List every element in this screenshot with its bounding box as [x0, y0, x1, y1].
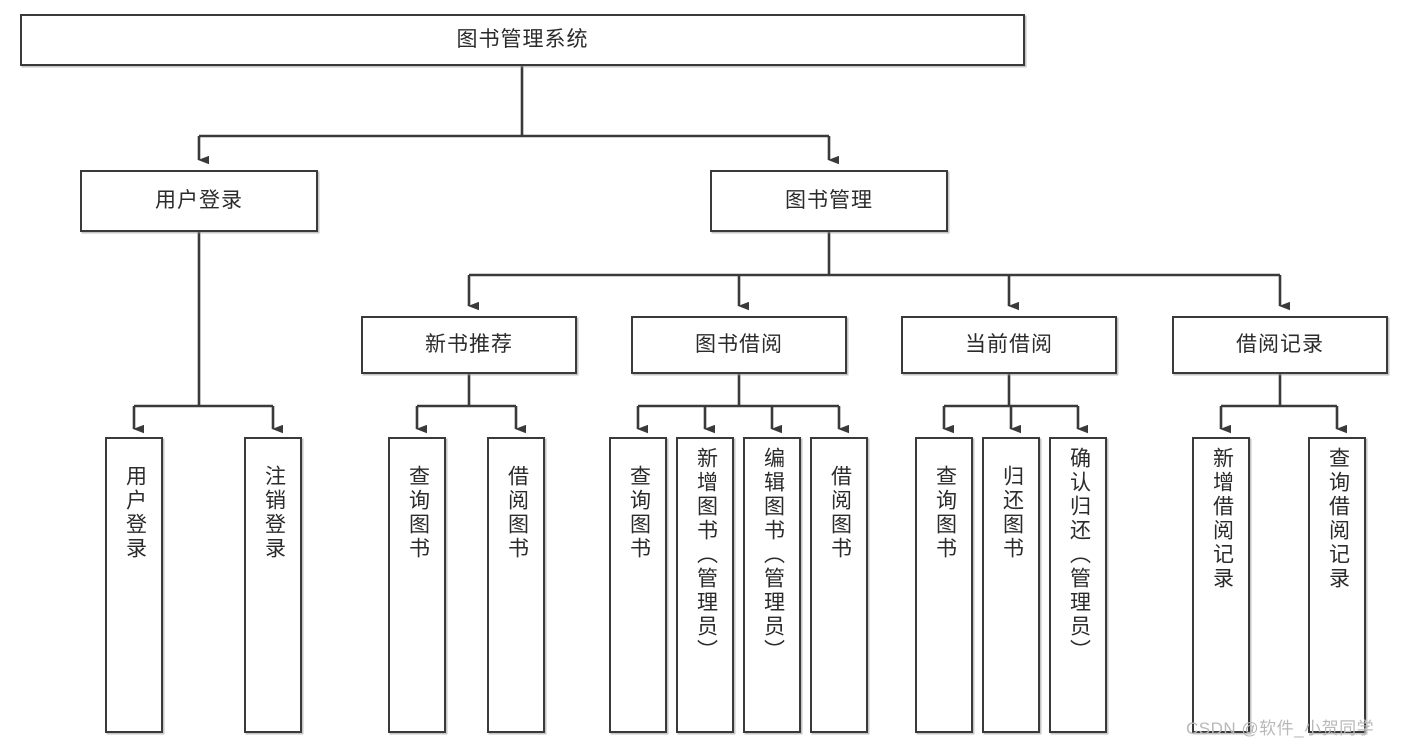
leaf-return-book-label: 归还图书 [1000, 465, 1024, 561]
leaf-add-borrow-record[interactable]: 新增借阅记录 [1192, 437, 1250, 733]
node-current-borrow-label: 当前借阅 [965, 332, 1053, 356]
csdn-watermark: CSDN @软件_小贺同学 [1186, 719, 1375, 738]
node-root-label: 图书管理系统 [456, 27, 589, 51]
leaf-return-book[interactable]: 归还图书 [982, 437, 1040, 733]
node-current-borrow[interactable]: 当前借阅 [901, 316, 1117, 374]
leaf-borrow-book[interactable]: 借阅图书 [810, 437, 868, 733]
node-borrow-record[interactable]: 借阅记录 [1172, 316, 1388, 374]
leaf-confirm-return-admin-label: 确认归还（管理员） [1067, 447, 1091, 663]
leaf-query-borrow-record-label: 查询借阅记录 [1326, 447, 1350, 591]
leaf-add-borrow-record-label: 新增借阅记录 [1210, 447, 1234, 591]
node-borrow-record-label: 借阅记录 [1236, 332, 1324, 356]
leaf-logout-login[interactable]: 注销登录 [244, 437, 302, 733]
leaf-user-login[interactable]: 用户登录 [105, 437, 163, 733]
leaf-edit-book-admin-label: 编辑图书（管理员） [761, 447, 785, 663]
leaf-query-borrow-record[interactable]: 查询借阅记录 [1308, 437, 1366, 733]
leaf-add-book-admin[interactable]: 新增图书（管理员） [676, 437, 734, 733]
leaf-borrow-book-recommend-label: 借阅图书 [505, 465, 529, 561]
node-book-manage-label: 图书管理 [785, 188, 873, 212]
leaf-confirm-return-admin[interactable]: 确认归还（管理员） [1049, 437, 1107, 733]
leaf-borrow-book-label: 借阅图书 [828, 465, 852, 561]
node-new-book-recommend[interactable]: 新书推荐 [361, 316, 577, 374]
node-book-borrow[interactable]: 图书借阅 [631, 316, 847, 374]
leaf-query-book-borrow[interactable]: 查询图书 [609, 437, 667, 733]
node-book-manage[interactable]: 图书管理 [710, 170, 948, 232]
leaf-borrow-book-recommend[interactable]: 借阅图书 [487, 437, 545, 733]
node-root[interactable]: 图书管理系统 [20, 14, 1025, 66]
leaf-query-book-recommend[interactable]: 查询图书 [388, 437, 446, 733]
leaf-query-book-current-label: 查询图书 [933, 465, 957, 561]
node-new-book-recommend-label: 新书推荐 [425, 332, 513, 356]
leaf-query-book-recommend-label: 查询图书 [406, 465, 430, 561]
leaf-add-book-admin-label: 新增图书（管理员） [694, 447, 718, 663]
node-user-login[interactable]: 用户登录 [80, 170, 318, 232]
leaf-logout-login-label: 注销登录 [262, 465, 286, 561]
leaf-query-book-current[interactable]: 查询图书 [915, 437, 973, 733]
node-book-borrow-label: 图书借阅 [695, 332, 783, 356]
leaf-user-login-label: 用户登录 [123, 465, 147, 561]
leaf-query-book-borrow-label: 查询图书 [627, 465, 651, 561]
node-user-login-label: 用户登录 [155, 188, 243, 212]
leaf-edit-book-admin[interactable]: 编辑图书（管理员） [743, 437, 801, 733]
